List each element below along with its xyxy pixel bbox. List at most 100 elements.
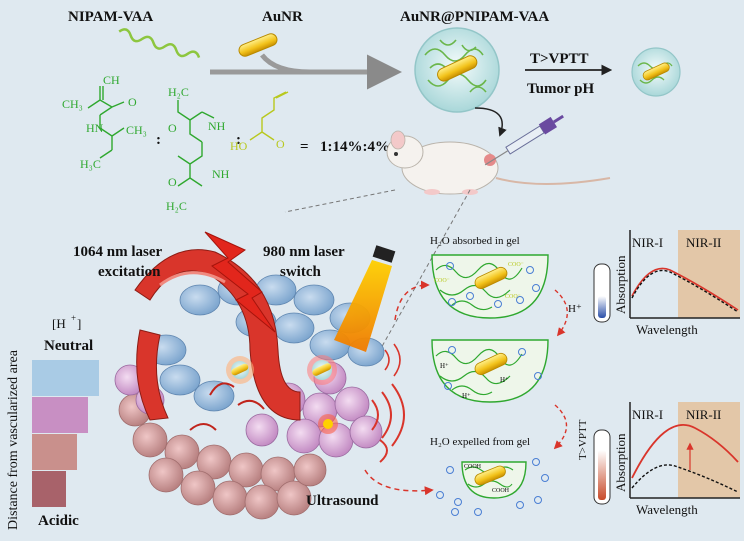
nir2-band-bottom — [678, 402, 740, 498]
nanogel-sphere-icon — [414, 27, 500, 113]
nir1-label-bottom: NIR-I — [632, 407, 663, 422]
coo-label-3: COO⁻ — [505, 294, 521, 300]
bis-nh-bottom: NH — [212, 167, 230, 181]
gel-expelled-label: H₂O expelled from gel — [430, 436, 530, 448]
laser-1064-bolt-icon — [204, 231, 276, 333]
polymer-chain-icon — [118, 28, 201, 58]
ratio-value: 1:14%:4% — [320, 139, 390, 155]
nipam-ch3-text: CH₃ — [62, 97, 83, 111]
ph-label: [H + ] — [52, 313, 81, 331]
nir1-label-top: NIR-I — [632, 235, 663, 250]
condition-temperature: T>VPTT — [530, 51, 589, 67]
h-plus-label: H⁺ — [568, 303, 582, 315]
nir2-label-top: NIR-II — [686, 235, 721, 250]
laser-980-label-line1: 980 nm laser — [263, 244, 345, 260]
acidic-label: Acidic — [38, 513, 79, 529]
ratio-separator-2: : — [236, 132, 241, 148]
nipam-ch3b-text: CH₃ — [126, 123, 147, 137]
coo-label-1: COO⁻ — [508, 262, 524, 268]
gel-absorbed-label: H₂O absorbed in gel — [430, 235, 520, 247]
spectrum-normal: NIR-I NIR-II Absorption Wavelength — [613, 230, 740, 337]
protonated-gel-panel: H⁺ H⁺ H⁺ — [431, 339, 549, 403]
thermometer-low-icon — [593, 263, 611, 323]
h-ion-label-3: H⁺ — [462, 392, 471, 400]
spectrum-shifted-curve-red — [631, 423, 739, 479]
mouse-icon — [386, 130, 611, 195]
nipam-h3c-text: H₃C — [80, 157, 101, 171]
product-label: AuNR@PNIPAM-VAA — [400, 9, 549, 25]
injection-curve-arrow — [474, 107, 507, 137]
bis-h2c-bottom: H₂C — [166, 199, 187, 213]
ultrasound-icon — [371, 383, 405, 463]
condition-ph: Tumor pH — [527, 81, 594, 97]
gold-nanorod-icon — [238, 33, 278, 57]
laser-1064-label-line2: excitation — [98, 264, 161, 280]
vaa-o-text: O — [276, 137, 285, 151]
h-ion-label-1: H⁺ — [440, 362, 449, 370]
aunr-label: AuNR — [262, 9, 303, 25]
monomer-label: NIPAM-VAA — [68, 9, 153, 25]
wavelength-label-top: Wavelength — [636, 322, 698, 337]
collapsed-gel-panel: COOH COOH — [436, 458, 549, 516]
nir2-band-top — [678, 230, 740, 318]
swollen-gel-panel: COO⁻ COO⁻ COO⁻ — [431, 254, 549, 319]
blood-vessel-highlight — [159, 271, 226, 287]
absorption-label-bottom: Absorption — [613, 433, 628, 492]
spectrum-normal-curve-black — [631, 269, 739, 313]
bis-structure — [177, 100, 215, 187]
zoom-line-left — [284, 189, 396, 213]
ratio-equals: = — [300, 139, 309, 155]
zoom-line-right — [379, 189, 471, 351]
neutral-label: Neutral — [44, 338, 93, 354]
coo-label-2: COO⁻ — [434, 278, 450, 284]
ultrasound-label: Ultrasound — [306, 493, 379, 509]
absorption-label-top: Absorption — [613, 255, 628, 314]
gradient-bar-4 — [32, 471, 66, 507]
h-superscript: + — [71, 313, 76, 323]
blood-vessel-branch — [136, 329, 169, 421]
gradient-bar-1 — [32, 360, 99, 396]
ratio-separator-1: : — [156, 132, 161, 148]
spectrum-normal-curve-red — [631, 267, 739, 311]
heated-nanoparticle-2 — [307, 355, 337, 385]
arrow-to-swollen-gel — [394, 280, 430, 321]
gradient-bar-2 — [32, 397, 88, 433]
vaa-ho-text: HO — [230, 139, 248, 153]
spectrum-shifted: NIR-I NIR-II Absorption Wavelength — [613, 402, 740, 517]
spectrum-shifted-curve-black — [631, 464, 739, 493]
bis-o-top: O — [168, 121, 177, 135]
acidification-arrow — [554, 289, 568, 337]
merge-curve — [260, 53, 311, 75]
nipam-o-text: O — [128, 95, 137, 109]
heated-nanoparticle-1 — [226, 356, 254, 384]
bis-o-bottom: O — [168, 175, 177, 189]
ultrasound-icon-upper — [384, 343, 401, 377]
t-vptt-label: T>VPTT — [577, 419, 589, 460]
arrow-to-collapsed-gel — [364, 469, 434, 496]
gradient-bar-3 — [32, 434, 77, 470]
acidic-cells — [118, 393, 327, 520]
collapsed-nanogel-icon — [631, 47, 681, 97]
cooh-label-1: COOH — [464, 464, 482, 470]
laser-1064-label-line1: 1064 nm laser — [73, 244, 163, 260]
wavelength-label-bottom: Wavelength — [636, 502, 698, 517]
nir2-label-bottom: NIR-II — [686, 407, 721, 422]
distance-axis-label: Distance from vascularized area — [6, 349, 21, 530]
capillaries — [189, 382, 265, 431]
h-ion-label-2: H⁺ — [500, 376, 509, 384]
heating-arrow — [553, 404, 568, 450]
cooh-label-2: COOH — [492, 488, 510, 494]
vaa-structure — [249, 91, 289, 141]
nipam-ch2-text: CH — [103, 73, 120, 87]
nipam-structure — [87, 86, 125, 159]
bis-nh-top: NH — [208, 119, 226, 133]
heated-nanoparticle-3 — [318, 414, 338, 434]
nipam-nh-text: HN — [86, 121, 104, 135]
h-bracket-open: [H — [52, 316, 66, 331]
h-bracket-close: ] — [77, 316, 81, 331]
bis-h2c-top: H₂C — [168, 85, 189, 99]
syringe-icon — [484, 114, 564, 166]
thermometer-high-icon — [593, 429, 611, 505]
